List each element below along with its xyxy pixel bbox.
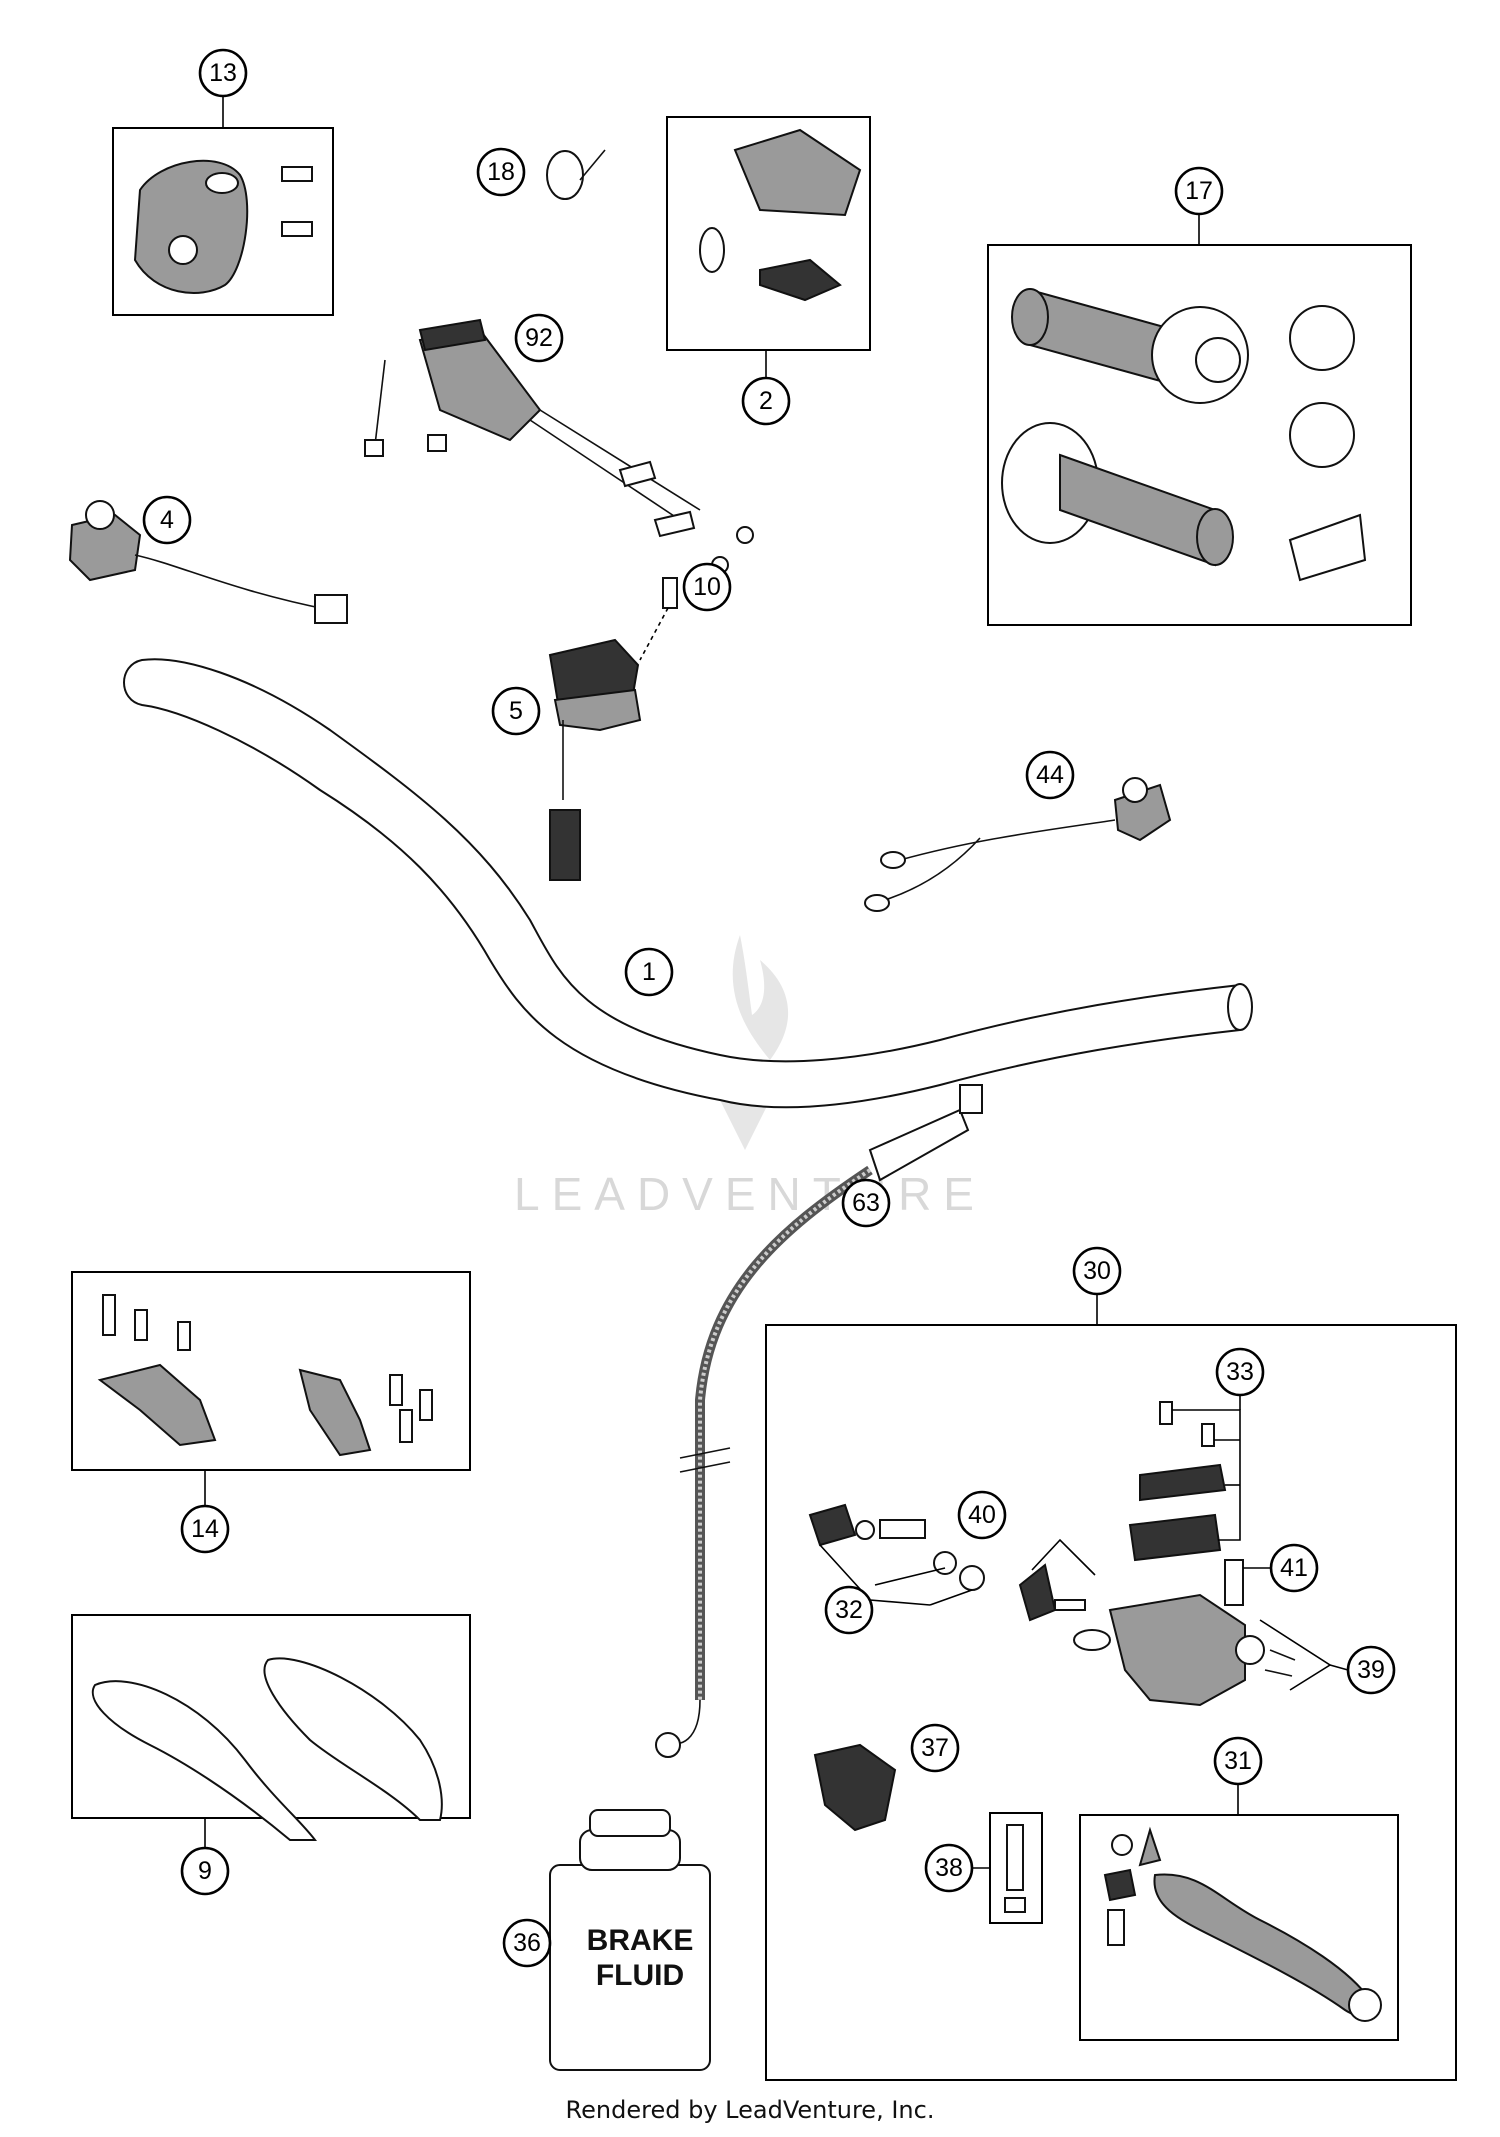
- part-18-cable-tie: [546, 149, 606, 200]
- part-40-boot: [1018, 1538, 1096, 1622]
- handlebar: [123, 658, 1253, 1109]
- callout-40: 40: [957, 1490, 1007, 1540]
- part-9-handguards: [92, 1657, 443, 1841]
- callout-30: 30: [1072, 1246, 1122, 1296]
- callout-33-label: 33: [1226, 1358, 1254, 1386]
- callout-18-label: 18: [487, 158, 515, 186]
- callout-2: 2: [741, 376, 791, 426]
- callout-17: 17: [1174, 166, 1224, 216]
- callout-44: 44: [1025, 750, 1075, 800]
- callout-63-label: 63: [852, 1189, 880, 1217]
- callout-41: 41: [1269, 1543, 1319, 1593]
- callout-36-label: 36: [513, 1929, 541, 1957]
- callout-63: 63: [841, 1178, 891, 1228]
- group-30-box: [765, 1324, 1457, 2081]
- callout-4: 4: [142, 495, 192, 545]
- part-36-brake-fluid: BRAKE FLUID: [549, 1809, 711, 2071]
- part-31-brake-lever: [1103, 1826, 1382, 2022]
- callout-40-label: 40: [968, 1501, 996, 1529]
- callout-1: 1: [624, 947, 674, 997]
- brake-fluid-label-line1: BRAKE: [587, 1924, 694, 1957]
- callout-2-label: 2: [759, 387, 773, 415]
- group-14-box: [71, 1271, 471, 1471]
- callout-10: 10: [682, 562, 732, 612]
- part-13-housing: [133, 159, 313, 294]
- callout-31: 31: [1213, 1736, 1263, 1786]
- callout-1-label: 1: [642, 958, 656, 986]
- callout-92: 92: [514, 313, 564, 363]
- group-31-box: [1079, 1814, 1399, 2041]
- watermark-text: LEADVENTURE: [514, 1168, 986, 1220]
- callout-32: 32: [824, 1585, 874, 1635]
- brake-fluid-label-line2: FLUID: [596, 1959, 684, 1992]
- callout-5-label: 5: [509, 697, 523, 725]
- part-63-brake-hose: [655, 1084, 983, 1758]
- callout-13: 13: [198, 48, 248, 98]
- part-4-switch: [68, 500, 348, 624]
- part-38-pivot: [1004, 1824, 1026, 1913]
- callout-13-label: 13: [209, 59, 237, 87]
- group-2-box: [666, 116, 871, 351]
- callout-9-label: 9: [198, 1857, 212, 1885]
- part-33-reservoir-cover: [1128, 1395, 1241, 1562]
- callout-10-label: 10: [693, 573, 721, 601]
- callout-92-label: 92: [525, 324, 553, 352]
- callout-37-label: 37: [921, 1734, 949, 1762]
- callout-31-label: 31: [1224, 1747, 1252, 1775]
- part-37-cover: [813, 1743, 897, 1832]
- part-14-guard-mounts: [97, 1294, 433, 1457]
- callout-5: 5: [491, 686, 541, 736]
- callout-39-label: 39: [1357, 1656, 1385, 1684]
- callout-14: 14: [180, 1504, 230, 1554]
- callout-38-label: 38: [935, 1854, 963, 1882]
- callout-44-label: 44: [1036, 761, 1064, 789]
- callout-9: 9: [180, 1846, 230, 1896]
- callout-38: 38: [924, 1843, 974, 1893]
- callout-4-label: 4: [160, 506, 174, 534]
- callout-14-label: 14: [191, 1515, 219, 1543]
- part-41-bolt: [1224, 1559, 1270, 1606]
- callout-32-label: 32: [835, 1596, 863, 1624]
- part-2-switch-cover: [699, 128, 862, 302]
- callout-17-label: 17: [1185, 177, 1213, 205]
- footer-credit: Rendered by LeadVenture, Inc.: [565, 2096, 935, 2124]
- part-92-throttle: [364, 318, 754, 574]
- callout-33: 33: [1215, 1347, 1265, 1397]
- callout-30-label: 30: [1083, 1257, 1111, 1285]
- callout-36: 36: [502, 1918, 552, 1968]
- callout-39: 39: [1346, 1645, 1396, 1695]
- callout-37: 37: [910, 1723, 960, 1773]
- callout-41-label: 41: [1280, 1554, 1308, 1582]
- part-44-switch: [864, 777, 1172, 912]
- part-17-grips: [1001, 288, 1367, 582]
- part-39-pin: [1259, 1619, 1349, 1691]
- part-5-switch: [548, 638, 642, 881]
- callout-18: 18: [476, 147, 526, 197]
- part-10-screw: [639, 577, 678, 661]
- part-master-cylinder: [1073, 1593, 1265, 1707]
